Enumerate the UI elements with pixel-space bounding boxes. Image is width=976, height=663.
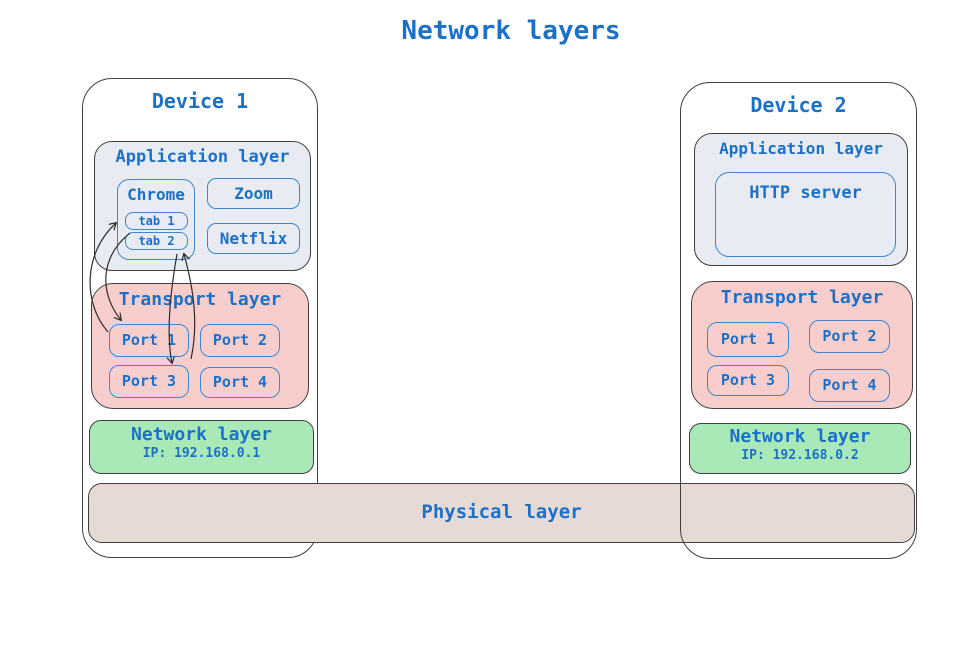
transport-layer-title: Transport layer bbox=[118, 289, 282, 310]
device-2: Device 2 Application layer HTTP server T… bbox=[680, 82, 917, 559]
device-2-title: Device 2 bbox=[750, 93, 847, 117]
physical-layer: Physical layer bbox=[88, 483, 915, 543]
device-1-title: Device 1 bbox=[151, 89, 249, 113]
network-layer-title: Network layer bbox=[131, 424, 272, 445]
device-1-network-layer: Network layer IP: 192.168.0.1 bbox=[89, 420, 314, 474]
device-2-transport-layer: Transport layer Port 1 Port 2 Port 3 Por… bbox=[691, 281, 913, 409]
device-1-port-2: Port 2 bbox=[200, 324, 280, 357]
application-layer-title: Application layer bbox=[115, 147, 290, 167]
chrome-box: Chrome tab 1 tab 2 bbox=[117, 179, 195, 260]
device-1-ip-label: IP: 192.168.0.1 bbox=[142, 446, 261, 461]
netflix-app-box: Netflix bbox=[207, 223, 300, 254]
chrome-tab-2: tab 2 bbox=[125, 232, 188, 250]
zoom-app-box: Zoom bbox=[207, 178, 300, 209]
chrome-tab-1: tab 1 bbox=[125, 212, 188, 230]
application-layer-title: Application layer bbox=[719, 139, 883, 158]
device-1-transport-layer: Transport layer Port 1 Port 2 Port 3 Por… bbox=[91, 283, 309, 409]
device-1-port-4: Port 4 bbox=[200, 367, 280, 398]
device-1: Device 1 Application layer Chrome tab 1 … bbox=[82, 78, 318, 558]
device-2-port-2: Port 2 bbox=[809, 320, 890, 353]
device-2-port-1: Port 1 bbox=[707, 322, 789, 357]
device-1-application-layer: Application layer Chrome tab 1 tab 2 Zoo… bbox=[94, 141, 311, 271]
diagram-title: Network layers bbox=[401, 16, 621, 46]
device-2-port-4: Port 4 bbox=[809, 369, 890, 402]
device-1-port-1: Port 1 bbox=[109, 324, 189, 357]
device-2-ip-label: IP: 192.168.0.2 bbox=[741, 448, 859, 463]
device-2-network-layer: Network layer IP: 192.168.0.2 bbox=[689, 423, 911, 474]
device-2-port-3: Port 3 bbox=[707, 365, 789, 396]
chrome-label: Chrome bbox=[127, 185, 185, 204]
device-1-port-3: Port 3 bbox=[109, 365, 189, 398]
transport-layer-title: Transport layer bbox=[720, 287, 884, 308]
http-server-label: HTTP server bbox=[749, 183, 862, 203]
network-layer-title: Network layer bbox=[729, 426, 871, 447]
device-2-application-layer: Application layer HTTP server bbox=[694, 133, 908, 266]
http-server-box: HTTP server bbox=[715, 172, 896, 257]
